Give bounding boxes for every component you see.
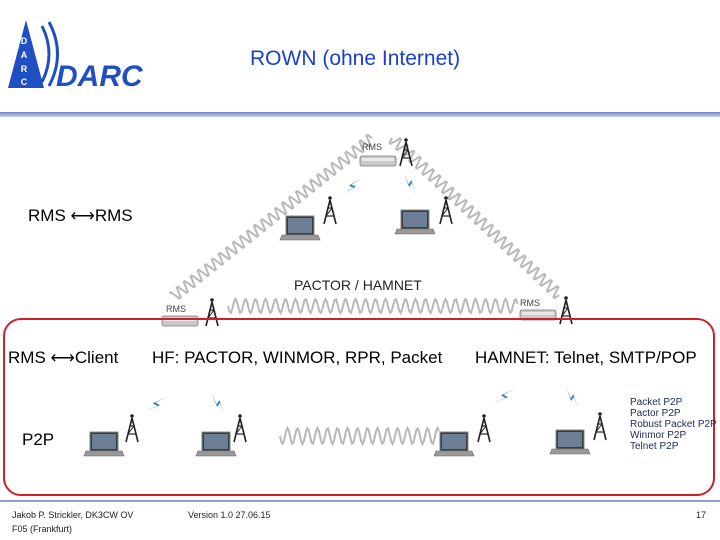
p2p-protocol-item: Packet P2P [630,397,683,408]
radio-wave-line [279,425,440,447]
header-divider [0,112,720,117]
p2p-label: P2P [22,430,55,449]
logo-wave-icon [47,21,59,87]
network-diagram: RMS RMS RMS [83,133,607,457]
page-title: ROWN (ohne Internet) [250,47,461,70]
radio-tower-icon [323,195,337,225]
darc-logo: D A R C DARC [8,20,144,93]
footer-version: Version 1.0 27.06.15 [188,510,271,520]
signal-bolt-icon [341,172,363,200]
radio-tower-icon [439,195,453,225]
footer-author: Jakob P. Strickler, DK3CW OV [12,510,134,520]
rms-rms-label: RMS ⟷RMS [28,206,133,225]
logo-text: DARC [56,60,144,93]
logo-letter: C [21,77,28,87]
logo-letter: D [21,36,28,46]
footer-divider [0,500,720,502]
rms-label: RMS [362,142,382,152]
rms-client-label: RMS ⟷Client [8,348,119,367]
logo-diamond-icon [8,20,44,88]
footer-place: F05 (Frankfurt) [12,524,73,534]
rms-label: RMS [520,298,540,308]
hamnet-protocols-label: HAMNET: Telnet, SMTP/POP [475,348,697,367]
laptop-icon [279,215,321,241]
pactor-hamnet-label: PACTOR / HAMNET [294,277,422,293]
radio-wave-line [388,137,560,300]
rms-label: RMS [166,304,186,314]
p2p-protocol-item: Telnet P2P [630,441,679,452]
radio-wave-line [169,133,373,300]
p2p-protocol-list: Packet P2P Pactor P2P Robust Packet P2P … [630,397,717,452]
p2p-protocol-item: Pactor P2P [630,408,681,419]
page-number: 17 [696,510,707,520]
signal-bolt-icon [396,172,424,196]
p2p-protocol-item: Winmor P2P [630,430,687,441]
laptop-icon [394,209,436,235]
rms-modem-icon [359,155,397,167]
logo-letter: R [21,64,28,74]
logo-wave-icon [40,25,51,83]
rms-client-frame [3,318,715,496]
hf-protocols-label: HF: PACTOR, WINMOR, RPR, Packet [152,348,443,367]
p2p-protocol-item: Robust Packet P2P [630,419,717,430]
logo-letter: A [21,50,28,60]
radio-wave-line [227,296,519,316]
